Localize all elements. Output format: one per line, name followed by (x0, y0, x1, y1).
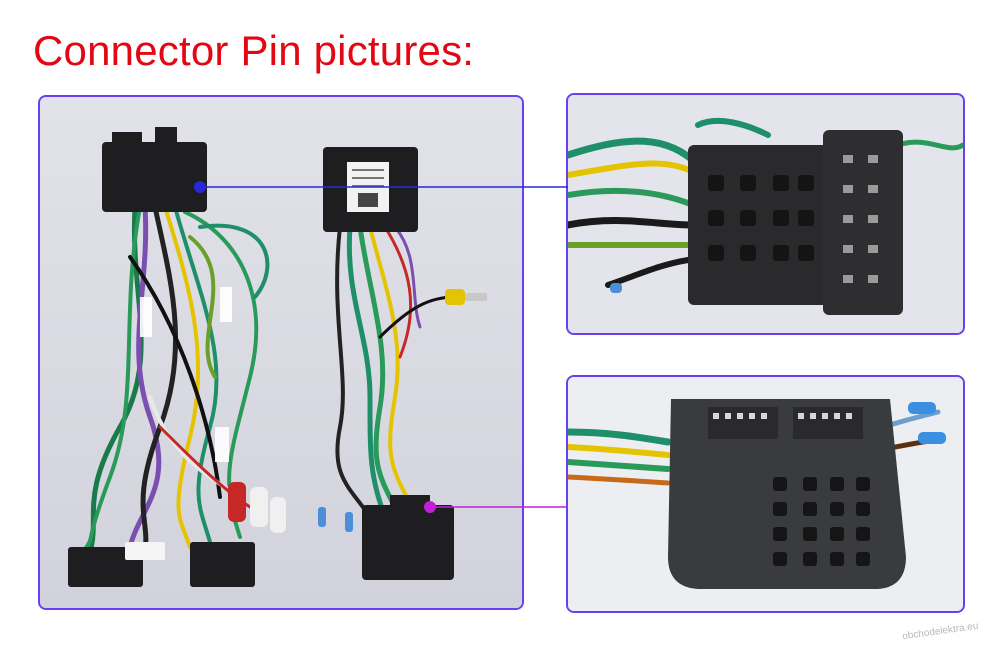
harness-photo (38, 95, 524, 610)
iso-connector-illustration (568, 95, 963, 333)
iso-connector-closeup (566, 93, 965, 335)
page-title: Connector Pin pictures: (33, 27, 475, 74)
harness-illustration (40, 97, 522, 608)
quadlock-connector-illustration (568, 377, 963, 611)
watermark: obchodelektra.eu (901, 620, 980, 643)
quadlock-connector-closeup (566, 375, 965, 613)
